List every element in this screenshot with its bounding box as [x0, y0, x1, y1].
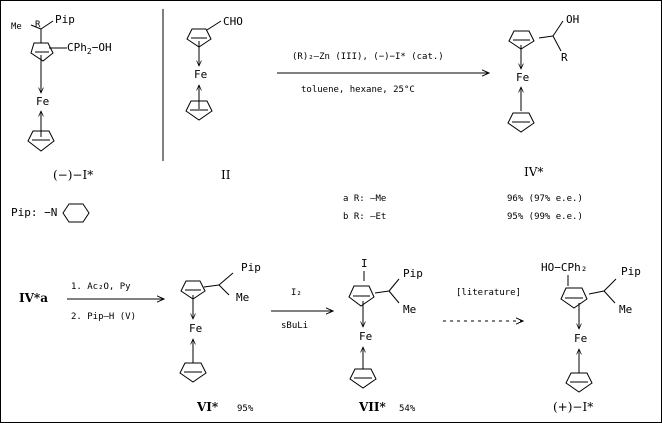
- compound-ii: CHO Fe: [185, 15, 243, 121]
- reaction-3-reagent: I₂: [291, 288, 302, 298]
- result-yield-a: 96% (97% e.e.): [507, 194, 583, 204]
- reaction-3-base: sBuLi: [281, 321, 308, 331]
- compound-vii-label: VII*: [358, 400, 387, 414]
- compound-i-minus: Me R Pip CPh2−OH Fe: [11, 13, 112, 152]
- pip-definition: Pip: −N: [11, 203, 90, 223]
- compound-vi-yield: 95%: [237, 404, 254, 414]
- hydroxyl-label: OH: [566, 13, 579, 26]
- r-group-label: R: [561, 51, 568, 64]
- cyclopentadienyl-ring-lower: [507, 112, 535, 133]
- cyclopentadienyl-ring: [560, 287, 588, 309]
- compound-i-plus: HO−CPh₂ Pip Me Fe: [541, 261, 641, 393]
- compound-ii-label: II: [221, 168, 231, 182]
- compound-vi: Pip Me Fe: [179, 261, 261, 383]
- pip-definition-label: Pip: −N: [11, 206, 57, 219]
- compound-i-minus-label: (−)−I*: [53, 168, 93, 182]
- compound-vii-yield: 54%: [399, 404, 416, 414]
- iron-label: Fe: [574, 332, 587, 345]
- cyclopentadienyl-ring: [348, 285, 375, 307]
- iron-label: Fe: [36, 95, 49, 108]
- piperidine-ring: [62, 203, 90, 223]
- methyl-label: Me: [11, 22, 22, 32]
- cyclopentadienyl-ring-lower: [179, 362, 207, 383]
- iodo-label: I: [361, 257, 368, 270]
- cyclopentadienyl-ring-lower: [565, 372, 593, 393]
- methyl-label: Me: [619, 303, 632, 316]
- pip-label: Pip: [55, 13, 75, 26]
- result-yield-b: 95% (99% e.e.): [507, 212, 583, 222]
- compound-i-plus-label: (+)−I*: [553, 400, 593, 414]
- iron-label: Fe: [359, 330, 372, 343]
- iron-label: Fe: [194, 68, 207, 81]
- reaction-1-conditions: toluene, hexane, 25°C: [301, 85, 415, 95]
- aldehyde-label: CHO: [223, 15, 243, 28]
- side-group: CPh2−OH: [67, 41, 112, 56]
- compound-vi-label: VI*: [196, 400, 219, 414]
- pip-label: Pip: [403, 267, 423, 280]
- methyl-label: Me: [403, 303, 416, 316]
- cyclopentadienyl-ring: [508, 30, 535, 50]
- cyclopentadienyl-ring-lower: [27, 130, 55, 152]
- reaction-1-reagents: (R)₂—Zn (III), (−)−I* (cat.): [292, 52, 444, 62]
- stereo-mark: R: [35, 20, 41, 30]
- result-variant-b: b R: —Et: [343, 212, 386, 222]
- cyclopentadienyl-ring: [186, 28, 212, 48]
- pip-label: Pip: [241, 261, 261, 274]
- reaction-2-step-2: 2. Pip—H (V): [71, 312, 136, 322]
- compound-iv: OH R Fe: [507, 13, 579, 133]
- methyl-label: Me: [236, 291, 249, 304]
- compound-iv-label: IV*: [524, 165, 543, 179]
- cyclopentadienyl-ring-lower: [185, 100, 213, 121]
- result-variant-a: a R: —Me: [343, 194, 386, 204]
- cyclopentadienyl-ring-lower: [349, 368, 377, 389]
- reaction-2-step-1: 1. Ac₂O, Py: [71, 282, 131, 292]
- iron-label: Fe: [516, 71, 529, 84]
- reaction-4-note: [literature]: [456, 288, 521, 298]
- pip-label: Pip: [621, 265, 641, 278]
- compound-vii: I Pip Me Fe: [348, 257, 423, 389]
- side-group-label: HO−CPh₂: [541, 261, 587, 274]
- cyclopentadienyl-ring: [180, 280, 206, 300]
- iron-label: Fe: [189, 322, 202, 335]
- start-compound-label: IV*a: [19, 291, 48, 305]
